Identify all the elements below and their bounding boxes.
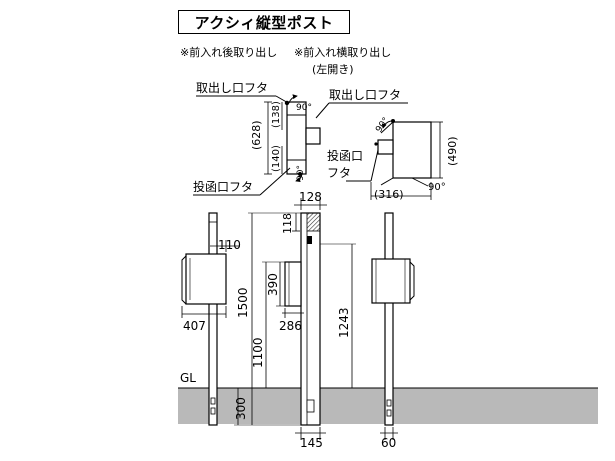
detail-side-takeout: 取出し口フタ 90° 90° (490) (316) 投函口 (315, 88, 459, 201)
label-takeout-lid-left: 取出し口フタ (196, 81, 268, 95)
label-insert-lid-left: 投函口フタ (193, 179, 253, 194)
box-top-outline (392, 121, 432, 179)
angle-bottom-right: 90° (428, 182, 446, 193)
side-elevation-right: 60 (371, 212, 415, 450)
angle-top-right: 90° (374, 116, 391, 135)
dim-1100: 1100 (251, 337, 265, 368)
box-right-side (371, 258, 411, 304)
post-head (306, 212, 321, 232)
dim-390: 390 (266, 273, 280, 296)
angle-bottom-left: 90° (296, 165, 306, 181)
label-insert-lid-right-2: フタ (327, 166, 351, 180)
dim-300: 300 (234, 397, 248, 420)
box-front (284, 261, 302, 307)
post-left (208, 212, 218, 426)
box-left-side (185, 253, 227, 305)
post-front (300, 212, 321, 426)
label-insert-lid-right-1: 投函口 (327, 148, 363, 163)
post-right (384, 212, 394, 426)
note-rear-takeout: ※前入れ後取り出し (180, 45, 277, 59)
post-stub (305, 127, 321, 145)
dim-407: 407 (183, 319, 206, 333)
note-left-open: (左開き) (312, 63, 354, 76)
dim-60: 60 (381, 436, 396, 450)
dim-490: (490) (446, 136, 459, 166)
dim-145: 145 (300, 436, 323, 450)
dim-110: 110 (218, 238, 241, 252)
dim-140: (140) (271, 145, 282, 172)
dim-1243: 1243 (337, 307, 351, 338)
front-elevation: 128 118 1500 1100 390 286 (234, 190, 356, 450)
dim-628: (628) (250, 120, 263, 150)
dim-138: (138) (271, 101, 282, 128)
label-takeout-lid-right: 取出し口フタ (329, 88, 401, 102)
note-side-takeout: ※前入れ横取り出し (294, 45, 391, 59)
side-elevation-left: 110 407 (181, 212, 241, 426)
dim-128: 128 (299, 190, 322, 204)
dim-1500: 1500 (236, 287, 250, 318)
label-gl: GL (180, 371, 196, 385)
detail-rear-takeout: 取出し口フタ 90° 90° (628) (138) (140) (193, 81, 321, 196)
dim-286: 286 (279, 319, 302, 333)
dim-316: (316) (374, 188, 404, 201)
page-title: アクシィ縦型ポスト (178, 10, 350, 34)
dim-118: 118 (281, 213, 294, 234)
angle-top-left: 90° (296, 103, 312, 113)
